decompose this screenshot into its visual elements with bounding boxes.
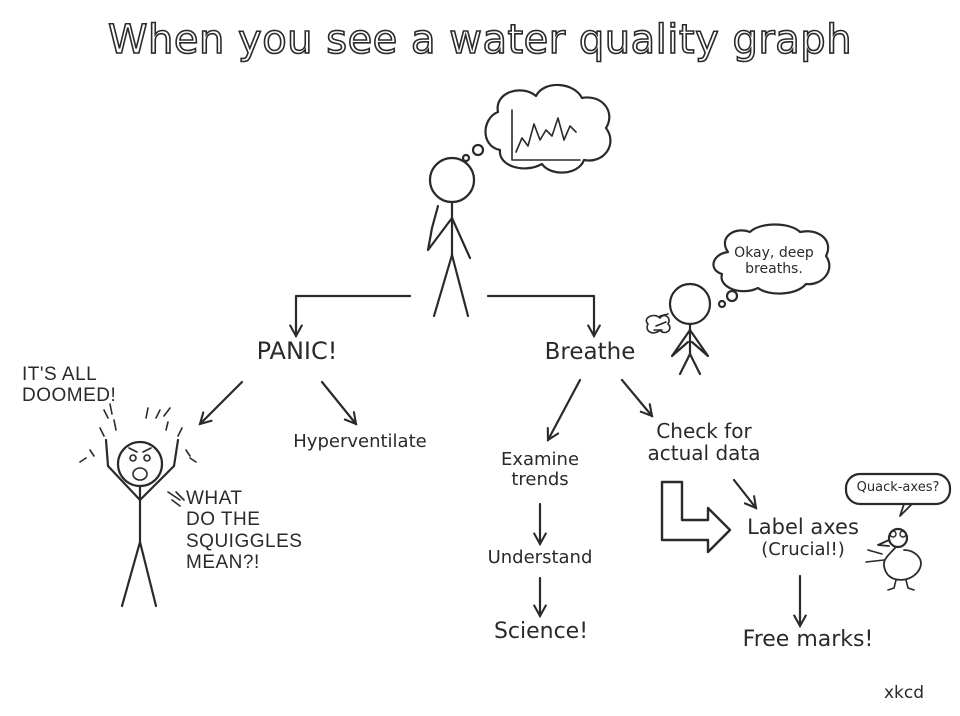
speech-deep-breaths-line2: breaths. <box>745 260 803 277</box>
quack-bubble <box>844 472 952 517</box>
node-check-data-line2: actual data <box>647 441 761 466</box>
speech-deep-breaths-line1: Okay, deep <box>734 245 814 261</box>
page-title: When you see a water quality graph <box>107 17 853 63</box>
breathing-figure <box>645 282 712 376</box>
node-panic: PANIC! <box>256 337 338 365</box>
speech-squiggles: WHAT DO THE SQUIGGLES MEAN?! <box>186 488 302 573</box>
speech-quack: Quack-axes? <box>856 480 940 495</box>
signature: xkcd <box>884 683 925 703</box>
node-examine-trends: Examine trends <box>480 449 600 491</box>
speech-doomed-line2: DOOMED! <box>22 385 117 407</box>
node-breathe: Breathe <box>544 339 636 365</box>
duck <box>865 527 922 591</box>
panicking-figure <box>79 403 197 608</box>
node-label-axes-line1: Label axes <box>747 515 859 539</box>
node-science: Science! <box>493 619 589 644</box>
node-label-axes: Label axes (Crucial!) <box>730 515 876 560</box>
speech-squiggles-line3: SQUIGGLES <box>186 530 303 552</box>
node-understand: Understand <box>487 547 593 568</box>
node-free-marks: Free marks! <box>742 627 874 652</box>
node-examine-trends-line2: trends <box>511 469 569 491</box>
speech-squiggles-line2: DO THE <box>186 509 261 531</box>
speech-doomed: IT'S ALL DOOMED! <box>22 364 116 407</box>
thinking-figure <box>426 156 476 318</box>
thought-bubble-graph <box>461 83 612 174</box>
speech-squiggles-line4: MEAN?! <box>186 551 260 573</box>
speech-deep-breaths: Okay, deep breaths. <box>718 245 830 277</box>
speech-doomed-line1: IT'S ALL <box>22 364 98 385</box>
deep-breaths-bubble <box>712 223 831 309</box>
node-check-data: Check for actual data <box>626 420 782 465</box>
node-hyperventilate: Hyperventilate <box>293 431 427 452</box>
node-check-data-line1: Check for <box>656 419 752 443</box>
speech-squiggles-line1: WHAT <box>186 488 243 509</box>
node-examine-trends-line1: Examine <box>500 449 580 470</box>
node-label-axes-line2: (Crucial!) <box>761 538 845 560</box>
